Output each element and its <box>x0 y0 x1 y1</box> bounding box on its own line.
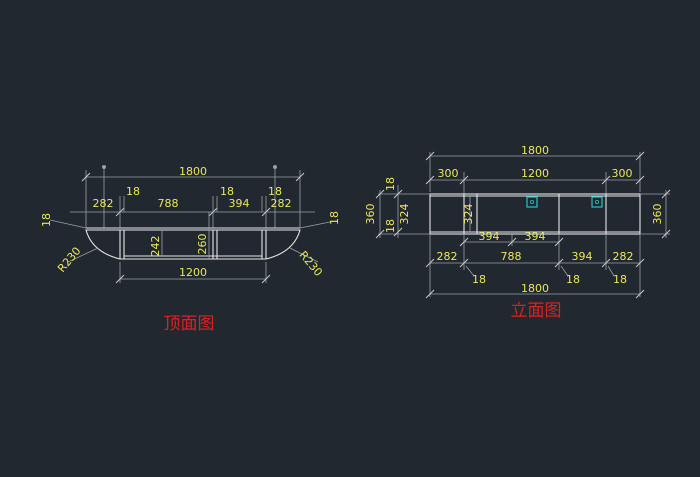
front-b-394-a: 394 <box>479 230 500 243</box>
top-view: 1800 282 18 788 18 394 18 282 18 18 <box>40 165 341 334</box>
top-depth-242: 242 <box>149 236 162 257</box>
front-height-324: 324 <box>398 204 411 225</box>
front-total-bottom: 1800 <box>521 282 549 295</box>
top-total-width: 1800 <box>179 165 207 178</box>
top-leader-right <box>299 221 331 229</box>
top-seg-right: 282 <box>271 197 292 210</box>
front-seg-300-right: 300 <box>612 167 633 180</box>
door-handle-left-icon <box>526 196 538 208</box>
top-leader-left <box>49 219 87 229</box>
top-thk-right: 18 <box>328 211 341 225</box>
top-gap-right: 18 <box>268 185 282 198</box>
front-height-18-bottom: 18 <box>384 219 397 233</box>
front-total-top: 1800 <box>521 144 549 157</box>
top-depth-260: 260 <box>196 234 209 255</box>
top-view-title: 顶面图 <box>164 314 215 334</box>
front-b-788: 788 <box>501 250 522 263</box>
top-seg-left: 282 <box>93 197 114 210</box>
top-gap-mid: 18 <box>220 185 234 198</box>
door-handle-right-icon <box>591 196 603 208</box>
front-view-title: 立面图 <box>511 301 562 321</box>
top-cabinet-outline <box>85 229 301 260</box>
front-cabinet-outline <box>429 193 641 235</box>
front-b-18-a: 18 <box>472 273 486 286</box>
front-b-394-b: 394 <box>525 230 546 243</box>
front-height-360-right: 360 <box>651 204 664 225</box>
top-radius-right: R230 <box>296 249 324 279</box>
top-bottom-width: 1200 <box>179 266 207 279</box>
top-radius-left: R230 <box>55 245 83 275</box>
top-seg-394: 394 <box>229 197 250 210</box>
front-b-282-left: 282 <box>437 250 458 263</box>
top-thk-left: 18 <box>40 213 53 227</box>
front-b-282-right: 282 <box>613 250 634 263</box>
front-b-18-b: 18 <box>566 273 580 286</box>
front-b-394: 394 <box>572 250 593 263</box>
front-seg-300-left: 300 <box>438 167 459 180</box>
front-view: 1800 300 1200 300 360 18 <box>364 144 671 321</box>
front-b-18-c: 18 <box>613 273 627 286</box>
top-gap-left: 18 <box>126 185 140 198</box>
top-seg-middle: 788 <box>158 197 179 210</box>
front-seg-1200: 1200 <box>521 167 549 180</box>
front-height-360-left: 360 <box>364 204 377 225</box>
front-height-18-top: 18 <box>384 177 397 191</box>
front-inner-324: 324 <box>462 204 475 225</box>
